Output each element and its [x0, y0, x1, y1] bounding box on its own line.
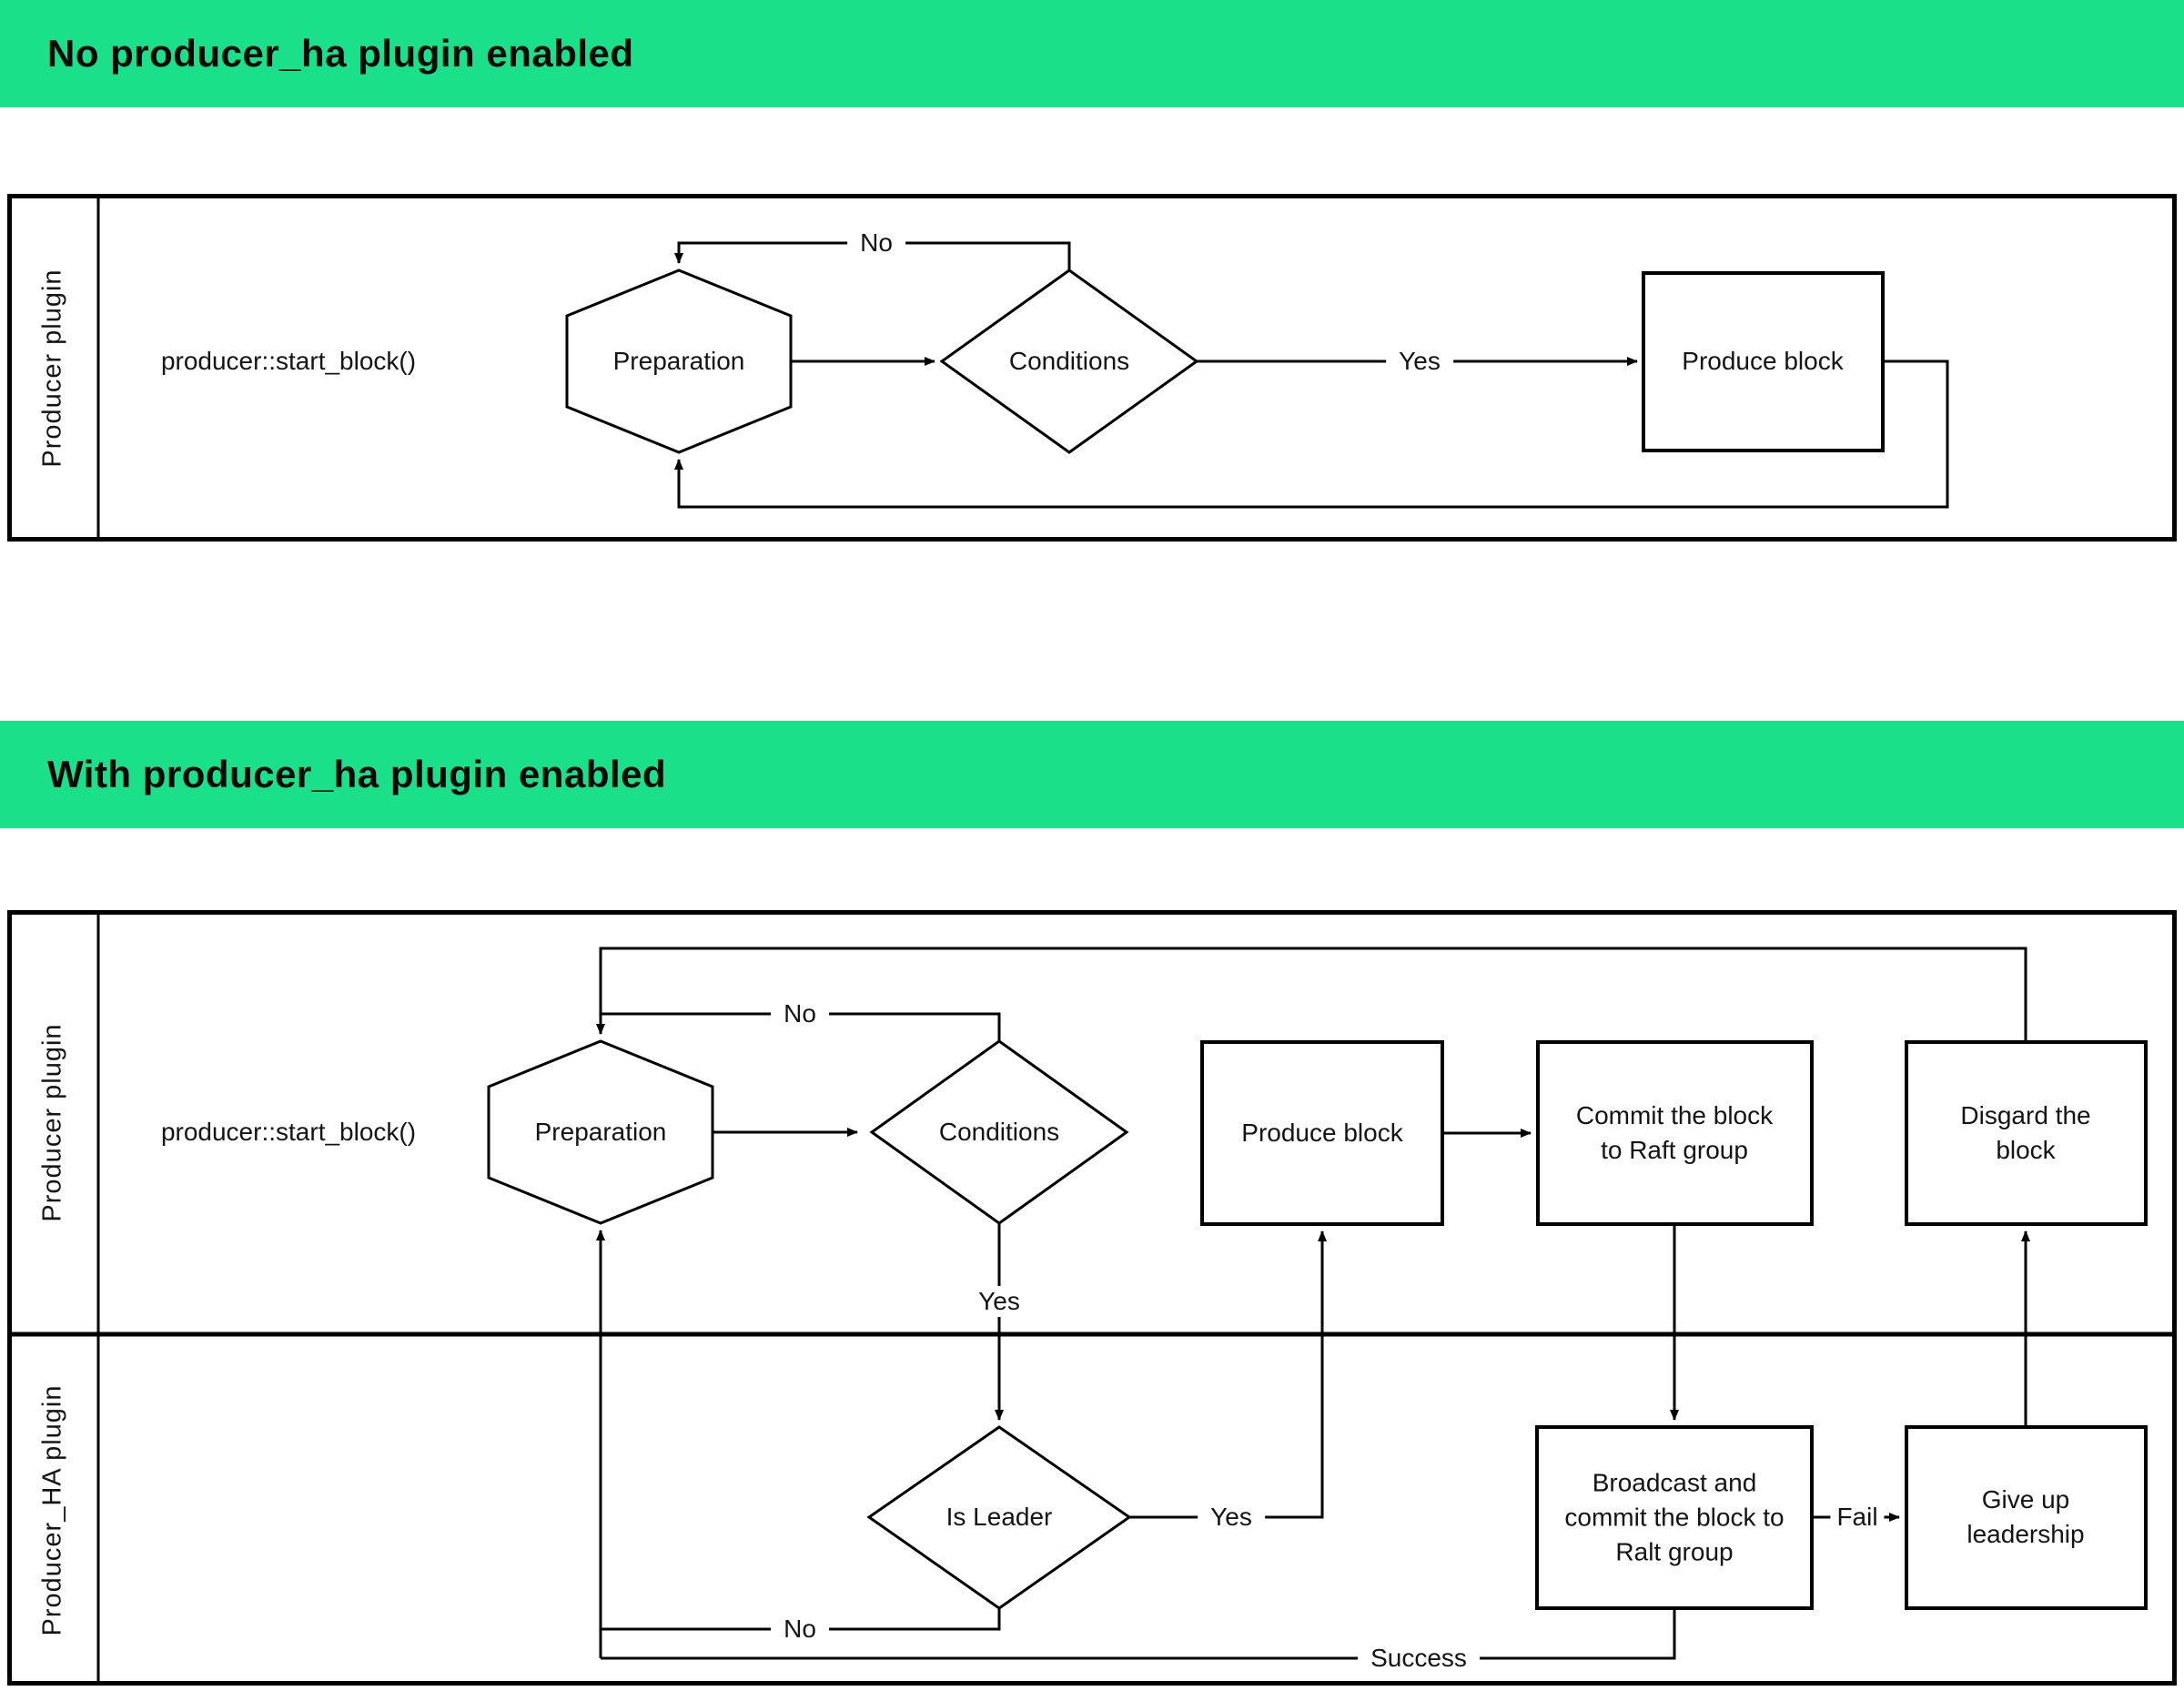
edge-label-no: No: [847, 228, 905, 258]
preparation-hexagon: [565, 268, 793, 454]
broadcast-commit-label: Broadcast and commit the block to Ralt g…: [1564, 1468, 1785, 1565]
lane-label-text: Producer_HA plugin: [37, 1384, 67, 1635]
lane-producer-plugin: Producer plugin: [7, 910, 98, 1334]
edge-disgard-return-to-preparation: [596, 947, 2027, 1041]
swimlane-frame: [7, 910, 2177, 1686]
disgard-block-label: Disgard the block: [1960, 1101, 2091, 1164]
start-block-caption: producer::start_block(): [160, 347, 417, 375]
edge-label-yes-down: Yes: [966, 1286, 1033, 1317]
edge-label-success: Success: [1358, 1643, 1480, 1674]
edge-label-no-top: No: [771, 998, 829, 1029]
edge-isleader-yes-to-produce: [1129, 1230, 1327, 1519]
produce-block-label: Produce block: [1241, 1119, 1403, 1148]
is-leader-label: Is Leader: [945, 1503, 1053, 1532]
edge-isleader-no-loop: [601, 1608, 1001, 1631]
produce-block-rect: [1200, 1040, 1444, 1226]
swimlane-diagram-with-ha: Producer plugin Producer_HA plugin produ…: [7, 910, 2177, 1686]
edge-label-fail: Fail: [1830, 1502, 1885, 1533]
preparation-label: Preparation: [612, 347, 745, 376]
lane-label-text: Producer plugin: [37, 268, 67, 468]
banner-no-producer-ha: No producer_ha plugin enabled: [0, 0, 2184, 107]
section-title: With producer_ha plugin enabled: [47, 753, 667, 795]
lane-producer-ha-plugin: Producer_HA plugin: [7, 1334, 98, 1686]
conditions-label: Conditions: [938, 1118, 1060, 1147]
swimlane-frame: [7, 194, 2177, 542]
conditions-diamond: [869, 1039, 1129, 1225]
flowchart-canvas: [7, 910, 2177, 1686]
banner-with-producer-ha: With producer_ha plugin enabled: [0, 721, 2184, 828]
edge-label-yes-right: Yes: [1198, 1502, 1265, 1533]
disgard-block-rect: [1905, 1040, 2148, 1226]
edge-label-no-bottom: No: [771, 1614, 829, 1645]
edge-broadcast-success-line: [601, 1608, 1676, 1660]
produce-block-rect: [1642, 271, 1885, 452]
section-title: No producer_ha plugin enabled: [47, 32, 634, 75]
produce-block-label: Produce block: [1682, 347, 1844, 376]
commit-block-rect: [1536, 1040, 1814, 1226]
preparation-hexagon: [487, 1039, 714, 1225]
lane-producer-plugin: Producer plugin: [7, 194, 98, 542]
swimlane-diagram-no-ha: Producer plugin producer::start_block() …: [7, 194, 2177, 542]
commit-block-label: Commit the block to Raft group: [1575, 1101, 1774, 1164]
give-up-leadership-rect: [1905, 1425, 2148, 1610]
preparation-label: Preparation: [534, 1118, 667, 1147]
edge-label-yes: Yes: [1386, 346, 1453, 377]
is-leader-diamond: [866, 1425, 1132, 1610]
start-block-caption: producer::start_block(): [160, 1118, 417, 1146]
lane-label-text: Producer plugin: [37, 1022, 67, 1222]
give-up-leadership-label: Give up leadership: [1967, 1485, 2085, 1548]
edge-conditions-no-loop: [601, 1012, 1001, 1041]
conditions-diamond: [939, 268, 1199, 454]
edge-produce-return-loop: [674, 359, 1949, 509]
flowchart-canvas: [7, 194, 2177, 542]
broadcast-commit-rect: [1535, 1425, 1814, 1610]
conditions-label: Conditions: [1008, 347, 1130, 376]
